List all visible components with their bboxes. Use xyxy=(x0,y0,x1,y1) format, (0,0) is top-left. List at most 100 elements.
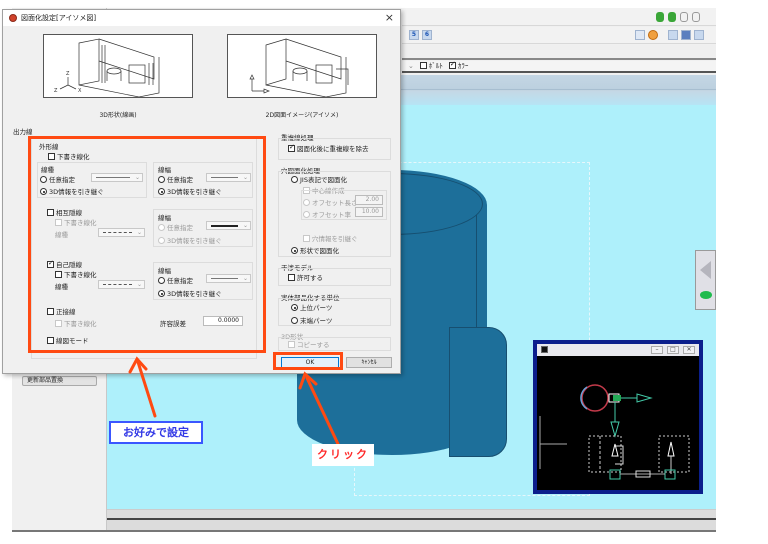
remove-overlap-checkbox[interactable]: 図面化後に重複線を除去 xyxy=(288,143,369,153)
database-empty-icon[interactable] xyxy=(680,12,688,22)
mutual-hidden-custom-radio[interactable]: 任意指定 xyxy=(158,222,193,232)
layer-5-button[interactable]: 5 xyxy=(409,30,419,40)
radio-label: 末端パーツ xyxy=(300,317,333,325)
self-hidden-draft-thin-checkbox[interactable]: 下書き線化 xyxy=(55,269,97,279)
checkbox-disabled-icon xyxy=(55,320,62,327)
self-hidden-line-type-select[interactable]: ⌄ xyxy=(98,280,145,289)
image-tool-icon[interactable] xyxy=(635,30,645,40)
offset-length-radio[interactable]: オフセット長さ xyxy=(303,197,358,207)
cancel-button[interactable]: ｷｬﾝｾﾙ xyxy=(346,357,392,368)
svg-text:X: X xyxy=(78,88,82,94)
minimize-button[interactable]: – xyxy=(651,346,663,354)
shape-drawing-radio[interactable]: 形状で図面化 xyxy=(291,245,339,255)
mutual-hidden-line-width-select[interactable]: ⌄ xyxy=(206,221,251,230)
settings-highlight-box xyxy=(28,136,266,353)
radio-icon xyxy=(158,176,165,183)
checkbox-icon xyxy=(55,271,62,278)
self-hidden-line-width-box xyxy=(153,262,253,300)
mini-view-drawing xyxy=(539,384,690,480)
wireframe-mode-checkbox[interactable]: 線図モード xyxy=(47,335,89,345)
jis-notation-radio[interactable]: JIS表記で図面化 xyxy=(291,174,347,184)
copy-3d-checkbox[interactable]: コピーする xyxy=(288,339,330,349)
leaf-part-radio[interactable]: 末端パーツ xyxy=(291,315,332,325)
database-empty-icon[interactable] xyxy=(692,12,700,22)
dropdown-chevron-icon[interactable]: ⌄ xyxy=(408,62,414,70)
toolbar-row-3 xyxy=(402,45,716,60)
outline-line-width-select[interactable]: ⌄ xyxy=(206,173,251,182)
3d-wireframe-image: Z Z X xyxy=(54,38,160,98)
inherit-hole-info-checkbox[interactable]: 穴情報を引継ぐ xyxy=(303,233,358,243)
outline-line-width-custom-radio[interactable]: 任意指定 xyxy=(158,174,193,184)
layer-6-button[interactable]: 6 xyxy=(422,30,432,40)
self-hidden-custom-radio[interactable]: 任意指定 xyxy=(158,275,193,285)
outline-draft-thin-checkbox[interactable]: 下書き線化 xyxy=(48,151,90,161)
ridge-line-checkbox[interactable]: 正接線 xyxy=(47,306,76,316)
outline-line-type-inherit-radio[interactable]: 3D情報を引き継ぐ xyxy=(40,186,104,196)
outline-line-type-select[interactable]: ⌄ xyxy=(91,173,143,182)
mini-view-system-icon[interactable] xyxy=(541,346,548,353)
self-hidden-line-width-select[interactable]: ⌄ xyxy=(206,274,251,283)
bolt-checkbox[interactable]: ﾎﾞﾙﾄ xyxy=(419,61,443,71)
database-green-icon[interactable] xyxy=(668,12,676,22)
chevron-down-icon: ⌄ xyxy=(136,229,142,236)
checkbox-icon xyxy=(288,274,295,281)
view-fit-icon[interactable] xyxy=(668,30,678,40)
tolerance-input[interactable]: 0.0000 xyxy=(203,316,243,326)
radio-label: 3D情報を引き継ぐ xyxy=(167,188,222,196)
mini-view-titlebar[interactable]: – □ ✕ xyxy=(537,344,699,356)
maximize-button[interactable]: □ xyxy=(667,346,679,354)
radio-label: オフセット率 xyxy=(312,211,351,219)
outline-line-type-custom-radio[interactable]: 任意指定 xyxy=(40,174,75,184)
offset-ratio-input[interactable]: 10.00 xyxy=(355,207,383,217)
app-logo-icon xyxy=(9,14,17,22)
close-icon[interactable]: × xyxy=(384,11,394,24)
view-window-icon[interactable] xyxy=(681,30,691,40)
radio-label: 3D情報を引き継ぐ xyxy=(167,290,222,298)
checkbox-label: 許可する xyxy=(297,274,323,282)
secondary-toolbar: 5 6 xyxy=(402,27,716,44)
color-checkbox-label: ｶﾗｰ xyxy=(457,62,469,70)
upper-part-radio[interactable]: 上位パーツ xyxy=(291,302,332,312)
thick-line-preview xyxy=(211,225,238,227)
mutual-hidden-checkbox[interactable]: 相互隠線 xyxy=(47,207,82,217)
mutual-hidden-line-type-label: 線種 xyxy=(55,231,68,239)
self-hidden-line-width-title: 線幅 xyxy=(158,267,171,275)
side-panel-toggle[interactable] xyxy=(695,250,716,310)
checkbox-icon xyxy=(48,153,55,160)
checkbox-label: 下書き線化 xyxy=(64,320,97,328)
mini-view-window[interactable]: – □ ✕ xyxy=(533,340,703,494)
view-center-icon[interactable] xyxy=(694,30,704,40)
offset-length-input[interactable]: 2.00 xyxy=(355,195,383,205)
color-checkbox[interactable]: ｶﾗｰ xyxy=(448,60,469,71)
solid-line-preview xyxy=(96,177,130,178)
ridge-line-draft-thin-checkbox[interactable]: 下書き線化 xyxy=(55,318,97,328)
checkbox-disabled-icon xyxy=(303,235,310,242)
dialog-titlebar[interactable]: 図面化設定[アイソメ図] × xyxy=(3,10,400,26)
close-button[interactable]: ✕ xyxy=(683,346,695,354)
self-hidden-checkbox[interactable]: 自己隠線 xyxy=(47,259,82,269)
outline-line-width-inherit-radio[interactable]: 3D情報を引き継ぐ xyxy=(158,186,222,196)
checkbox-label: 穴情報を引継ぐ xyxy=(312,235,358,243)
radio-checked-icon xyxy=(291,304,298,311)
checkbox-label: 自己隠線 xyxy=(56,261,82,269)
window-bottom-border xyxy=(12,530,716,532)
outline-line-width-box xyxy=(153,162,253,198)
checkbox-label: 相互隠線 xyxy=(56,209,82,217)
mutual-hidden-inherit-radio[interactable]: 3D情報を引き継ぐ xyxy=(158,235,222,245)
handle-bracket-model[interactable] xyxy=(449,327,507,457)
update-part-replace-button[interactable]: 更新部品置換 xyxy=(22,376,97,386)
radio-label: オフセット長さ xyxy=(312,199,358,207)
allow-interference-checkbox[interactable]: 許可する xyxy=(288,272,323,282)
orange-gear-icon[interactable] xyxy=(648,30,658,40)
checkbox-checked-icon xyxy=(448,60,456,69)
shape-3d-group xyxy=(278,337,391,351)
radio-label: 任意指定 xyxy=(167,277,193,285)
green-gem-icon[interactable] xyxy=(700,291,712,299)
collapse-left-arrow-icon[interactable] xyxy=(700,261,711,279)
offset-ratio-radio[interactable]: オフセット率 xyxy=(303,209,351,219)
mutual-hidden-draft-thin-checkbox[interactable]: 下書き線化 xyxy=(55,217,97,227)
self-hidden-inherit-radio[interactable]: 3D情報を引き継ぐ xyxy=(158,288,222,298)
database-green-icon[interactable] xyxy=(656,12,664,22)
checkbox-label: 図面化後に重複線を除去 xyxy=(297,145,369,153)
mutual-hidden-line-type-select[interactable]: ⌄ xyxy=(98,228,145,237)
